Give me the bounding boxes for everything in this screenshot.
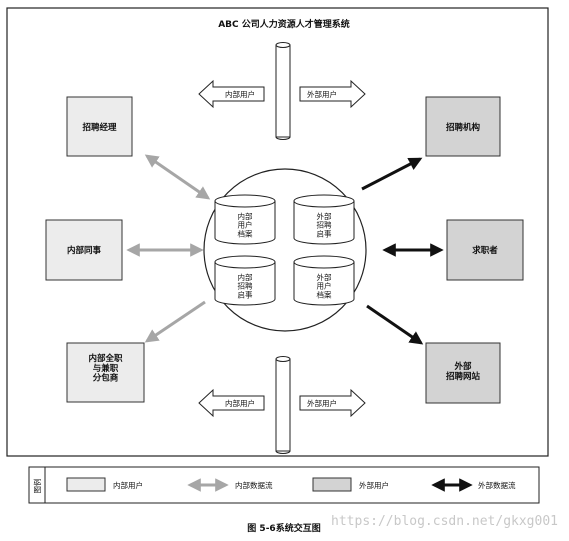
text-line: 招聘经理 [82,122,117,133]
db-label: 内部用户档案 [238,211,253,238]
text-line: 求职者 [472,245,498,256]
text-line: 内部 [238,211,253,221]
text-line: 外部 [317,211,332,221]
svg-text:外部招聘网站: 外部招聘网站 [446,361,481,382]
svg-text:外部用户: 外部用户 [307,89,337,99]
database-internal-job-posting: 内部招聘启事 [214,255,276,306]
svg-text:招聘经理: 招聘经理 [82,122,117,133]
legend-external-user-label: 外部用户 [359,480,389,490]
central-system-circle [203,168,367,332]
firewall-arrow-internal-bottom: 内部用户 [198,388,265,418]
text-line: 用户 [317,281,332,291]
text-line: 启事 [238,289,253,299]
firewall-arrow-internal-top: 内部用户 [198,79,265,109]
text-line: 档案 [238,228,253,238]
internal-user-contractor: 内部全职与兼职分包商 [66,342,145,403]
watermark: https://blog.csdn.net/gkxg001 [331,514,558,529]
text-line: 内部同事 [67,245,102,256]
database-external-user-archive: 外部用户档案 [293,255,355,306]
text-line: 内部全职 [88,353,123,364]
text-line: 外部 [453,361,472,372]
svg-text:内部同事: 内部同事 [67,245,102,256]
legend-external-user-swatch [312,477,352,492]
figure-caption: 图 5-6系统交互图 [247,522,320,534]
db-label: 外部用户档案 [317,272,332,299]
text-line: 招聘 [238,281,253,291]
external-user-agency: 招聘机构 [425,96,501,157]
external-user-job-seeker: 求职者 [446,219,524,281]
external-flow-agency [361,157,423,191]
firewall-arrow-external-top: 外部用户 [299,79,366,109]
svg-text:求职者: 求职者 [472,245,498,256]
database-external-job-posting: 外部招聘启事 [293,194,355,245]
svg-text:内部全职与兼职分包商: 内部全职与兼职分包商 [88,353,123,384]
firewall-top [275,42,291,140]
text-line: 招聘 [317,220,332,230]
internal-user-colleague: 内部同事 [45,219,123,281]
legend-title: 图例 [32,479,42,494]
database-internal-user-archive: 内部用户档案 [214,194,276,245]
text-line: 分包商 [93,373,119,384]
legend-internal-user-label: 内部用户 [113,480,143,490]
text-line: 招聘机构 [446,122,481,133]
legend: 图例 内部用户 内部数据流 外部用户 外部数据流 [28,466,540,504]
text-line: 内部 [238,272,253,282]
text-line: 档案 [317,289,332,299]
text-line: 启事 [317,228,332,238]
firewall-bottom [275,356,291,454]
internal-user-recruit-manager: 招聘经理 [66,96,133,157]
text-line: 招聘网站 [446,371,481,382]
db-label: 内部招聘启事 [238,272,253,299]
legend-external-flow-label: 外部数据流 [478,480,516,490]
text-line: 外部 [317,272,332,282]
db-label: 外部招聘启事 [317,211,332,238]
svg-text:外部用户: 外部用户 [307,398,337,408]
external-flow-job-site [366,304,424,345]
internal-flow-contractor [144,300,206,343]
internal-flow-recruit-manager [144,154,211,200]
text-line: 与兼职 [93,363,119,374]
external-user-job-site: 外部招聘网站 [425,342,501,404]
svg-text:内部用户: 内部用户 [225,398,255,408]
svg-text:内部用户: 内部用户 [225,89,255,99]
svg-text:招聘机构: 招聘机构 [446,122,481,133]
firewall-arrow-external-bottom: 外部用户 [299,388,366,418]
system-title: ABC 公司人力资源人才管理系统 [218,18,350,30]
legend-internal-flow-label: 内部数据流 [235,480,273,490]
text-line: 用户 [238,220,253,230]
legend-internal-user-swatch [66,477,106,492]
